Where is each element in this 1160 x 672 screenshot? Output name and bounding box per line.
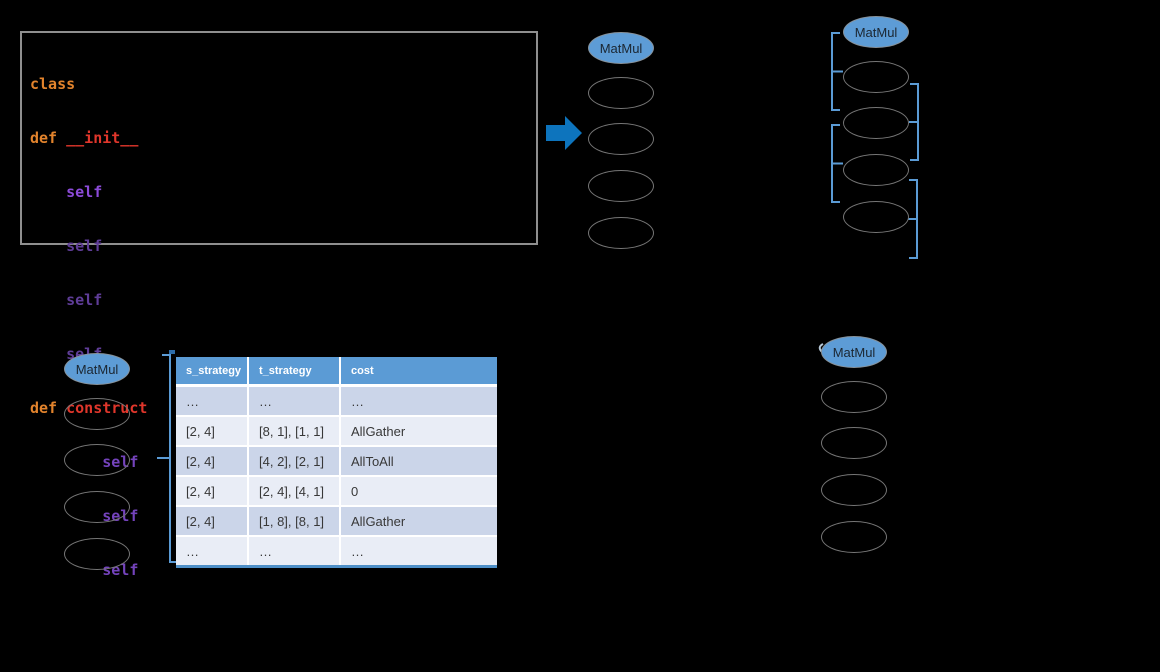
cell-t-strategy: [2, 4], [4, 1] — [247, 475, 340, 506]
cell-cost: AllGather — [339, 505, 497, 536]
cell-t-strategy: … — [247, 384, 340, 416]
code-line: def __init__ — [30, 129, 536, 147]
strategy-node-ellipse — [843, 107, 909, 139]
cell-s-strategy: [2, 4] — [176, 505, 248, 536]
cell-t-strategy: [1, 8], [8, 1] — [247, 505, 340, 536]
table-row: … … … — [176, 535, 497, 567]
table-row: [2, 4] [8, 1], [1, 1] AllGather — [176, 415, 497, 446]
code-token-self: self — [66, 237, 103, 255]
column-header-s-strategy: s_strategy — [176, 357, 248, 387]
cell-cost: AllToAll — [339, 445, 497, 476]
brace-right-bottom-icon — [908, 179, 918, 259]
matmul-node: MatMul — [64, 353, 130, 385]
code-line: self — [30, 183, 536, 201]
cell-s-strategy: … — [176, 535, 248, 567]
cell-s-strategy: [2, 4] — [176, 475, 248, 506]
code-token-def: def — [30, 399, 58, 417]
matmul-node: MatMul — [843, 16, 909, 48]
strategy-node-ellipse — [588, 123, 654, 155]
strategy-node-ellipse — [588, 77, 654, 109]
strategy-node-ellipse — [821, 474, 887, 506]
code-line: self — [30, 237, 536, 255]
code-token-self: self — [66, 291, 103, 309]
cell-t-strategy: … — [247, 535, 340, 567]
cell-s-strategy: [2, 4] — [176, 445, 248, 476]
strategy-node-ellipse — [64, 444, 130, 476]
table-row: [2, 4] [1, 8], [8, 1] AllGather — [176, 505, 497, 536]
code-line: self — [30, 291, 536, 309]
strategy-node-ellipse — [843, 154, 909, 186]
strategy-node-ellipse — [588, 170, 654, 202]
flow-arrow-icon — [546, 116, 582, 150]
cell-t-strategy: [8, 1], [1, 1] — [247, 415, 340, 446]
cell-cost: 0 — [339, 475, 497, 506]
strategy-node-ellipse — [843, 201, 909, 233]
strategy-node-ellipse — [64, 491, 130, 523]
strategy-node-ellipse — [843, 61, 909, 93]
table-row: [2, 4] [4, 2], [2, 1] AllToAll — [176, 445, 497, 476]
strategy-node-ellipse — [821, 427, 887, 459]
code-snippet-panel: class def__init__ self self self self de… — [20, 31, 538, 579]
strategy-node-ellipse — [821, 381, 887, 413]
matmul-node: MatMul — [588, 32, 654, 64]
cell-cost: … — [339, 384, 497, 416]
table-header-row: s_strategy t_strategy cost — [176, 357, 497, 387]
cell-s-strategy: [2, 4] — [176, 415, 248, 446]
table-row: … … … — [176, 384, 497, 416]
matmul-node: MatMul — [821, 336, 887, 368]
cell-cost: AllGather — [339, 415, 497, 446]
cell-s-strategy: … — [176, 384, 248, 416]
code-token-class: class — [30, 75, 76, 93]
brace-right-top-icon — [909, 83, 919, 161]
table-row: [2, 4] [2, 4], [4, 1] 0 — [176, 475, 497, 506]
column-header-t-strategy: t_strategy — [247, 357, 340, 387]
strategy-node-ellipse — [64, 398, 130, 430]
brace-left-top-icon — [831, 32, 843, 111]
strategy-node-ellipse — [588, 217, 654, 249]
cell-t-strategy: [4, 2], [2, 1] — [247, 445, 340, 476]
code-token-def: def — [30, 129, 58, 147]
column-header-cost: cost — [339, 357, 497, 387]
strategy-node-ellipse — [821, 521, 887, 553]
code-token-init: __init__ — [66, 129, 139, 147]
code-token-self: self — [66, 183, 103, 201]
strategy-node-ellipse — [64, 538, 130, 570]
strategy-cost-table: s_strategy t_strategy cost … … … [2, 4] … — [176, 357, 497, 568]
code-line: class — [30, 75, 536, 93]
cell-cost: … — [339, 535, 497, 567]
brace-left-bottom-icon — [831, 124, 843, 203]
